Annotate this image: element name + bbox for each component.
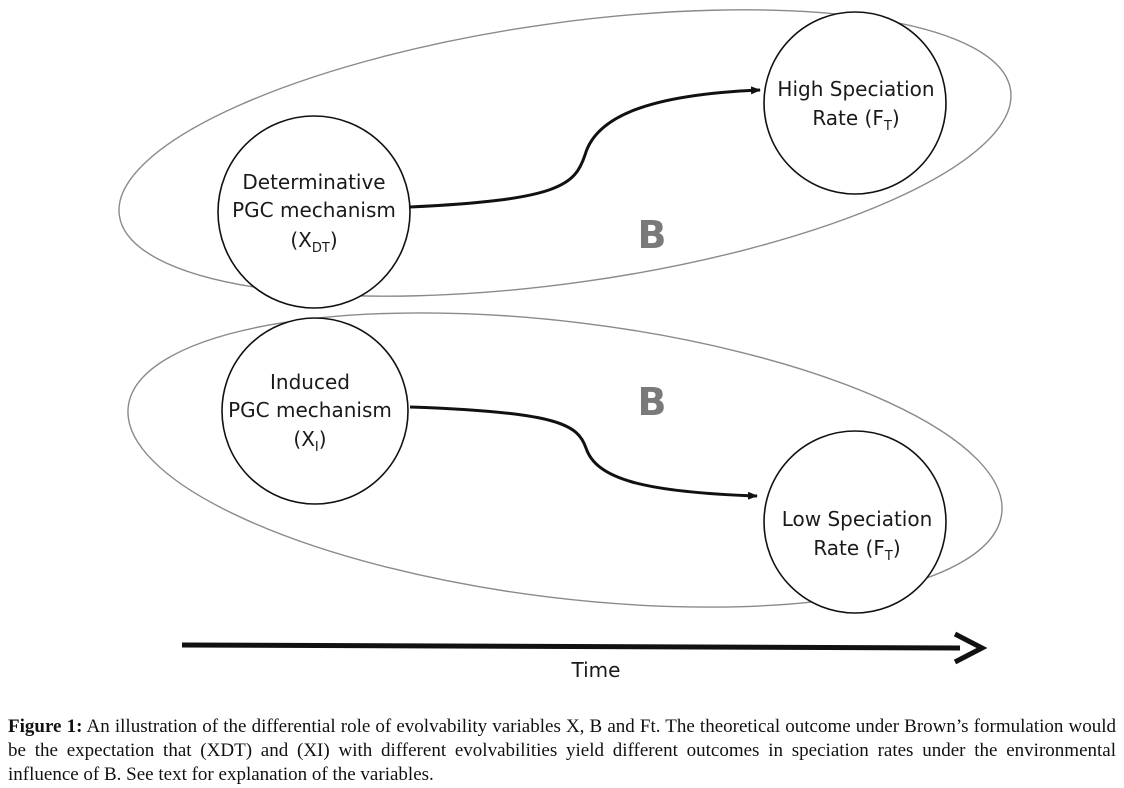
top-transition-arrow	[409, 86, 761, 209]
high-speciation-node	[763, 11, 947, 195]
figure-caption: Figure 1: An illustration of the differe…	[8, 715, 1116, 787]
high-speciation-line1: High Speciation	[777, 77, 934, 101]
determinative-node-symbol: (XDT)	[290, 228, 337, 256]
bottom-transition-arrow	[409, 405, 758, 500]
top-environment-label: B	[638, 213, 667, 257]
induced-mechanism-node	[221, 317, 409, 505]
time-arrow-head	[953, 631, 988, 665]
induced-node-line2: PGC mechanism	[228, 398, 392, 422]
determinative-node-line2: PGC mechanism	[232, 198, 396, 222]
top-environment-ellipse	[118, 9, 1012, 297]
low-speciation-line1: Low Speciation	[782, 507, 933, 531]
determinative-mechanism-node	[217, 115, 411, 309]
time-arrow-line	[181, 642, 961, 651]
induced-node-line1: Induced	[270, 370, 350, 394]
caption-label: Figure 1:	[8, 716, 83, 737]
bottom-environment-ellipse	[127, 312, 1003, 608]
high-speciation-line2: Rate (FT)	[812, 106, 899, 134]
determinative-node-line1: Determinative	[242, 170, 385, 194]
caption-text: An illustration of the differential role…	[8, 716, 1116, 785]
low-speciation-node	[763, 430, 947, 614]
evolvability-diagram: Determinative PGC mechanism (XDT) High S…	[118, 9, 1012, 682]
bottom-group: Induced PGC mechanism (XI) Low Speciatio…	[127, 312, 1003, 614]
bottom-environment-label: B	[638, 380, 667, 424]
low-speciation-line2: Rate (FT)	[813, 536, 900, 564]
time-axis: Time	[181, 631, 988, 682]
top-group: Determinative PGC mechanism (XDT) High S…	[118, 9, 1012, 309]
time-axis-label: Time	[571, 658, 621, 682]
induced-node-symbol: (XI)	[293, 427, 326, 455]
